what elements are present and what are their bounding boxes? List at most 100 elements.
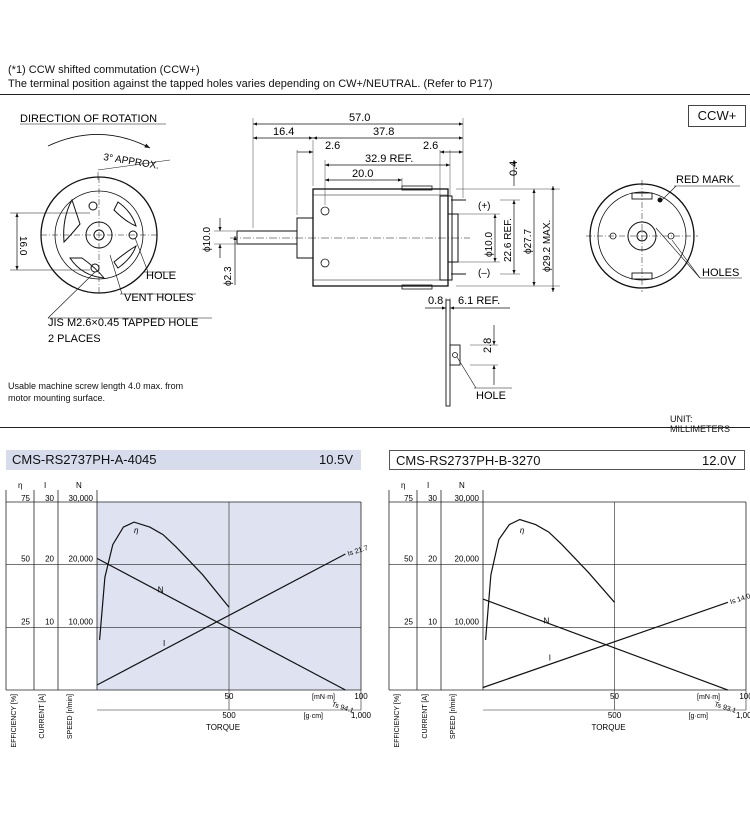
c0-ts-label: Ts 94.1 bbox=[331, 701, 355, 715]
hole-label: HOLE bbox=[146, 270, 176, 282]
c0-n-tick-1: 20,000 bbox=[69, 555, 94, 564]
chart-a-voltage: 10.5V bbox=[319, 452, 353, 467]
c0-x-tick-50: 50 bbox=[225, 692, 234, 701]
c0-eta-head: η bbox=[18, 481, 22, 490]
chart-header-a: CMS-RS2737PH-A-4045 10.5V bbox=[6, 450, 361, 470]
dim-phi10-left: ϕ10.0 bbox=[202, 226, 213, 252]
c1-x-tick-500: 500 bbox=[608, 711, 622, 720]
dim-phi27-7: ϕ27.7 bbox=[523, 228, 534, 254]
c0-torque-label: TORQUE bbox=[206, 723, 240, 732]
dim-32-9: 32.9 REF. bbox=[365, 153, 413, 165]
c0-i-curve-label: I bbox=[163, 639, 165, 648]
rotation-arrow bbox=[47, 134, 151, 149]
c0-efficiency-title: EFFICIENCY [%] bbox=[11, 694, 18, 748]
c1-current-curve bbox=[482, 601, 729, 689]
ccw-badge: CCW+ bbox=[688, 105, 746, 127]
dim-2-6-b: 2.6 bbox=[423, 140, 438, 152]
c0-x-tick-1000: 1,000 bbox=[351, 711, 372, 720]
c1-torque-label: TORQUE bbox=[591, 723, 625, 732]
c0-n-head: N bbox=[76, 481, 82, 490]
dim-phi10-right: ϕ10.0 bbox=[484, 231, 495, 257]
left-end-view bbox=[10, 134, 212, 319]
c1-x-tick-50: 50 bbox=[610, 692, 619, 701]
dim-phi2-3: ϕ2.3 bbox=[223, 266, 234, 286]
terminal-plus: (+) bbox=[478, 201, 491, 212]
c1-efficiency-curve bbox=[485, 518, 615, 640]
c1-i-tick-1: 20 bbox=[428, 555, 437, 564]
c0-current-title: CURRENT [A] bbox=[39, 694, 46, 739]
c1-eta-head: η bbox=[401, 481, 405, 490]
dim-2-8: 2.8 bbox=[482, 338, 494, 353]
direction-label: DIRECTION OF ROTATION bbox=[20, 113, 157, 125]
vent-hole-right-bottom bbox=[113, 244, 137, 269]
c0-x-unit-mn: [mN·m] bbox=[312, 694, 335, 701]
c1-x-unit-g: [g·cm] bbox=[689, 713, 709, 720]
c1-x-tick-100: 100 bbox=[739, 692, 750, 701]
c1-i-tick-0: 30 bbox=[428, 494, 437, 503]
c0-i-tick-1: 20 bbox=[45, 555, 54, 564]
terminal-hole bbox=[452, 352, 458, 358]
chart-b-model: CMS-RS2737PH-B-3270 bbox=[396, 453, 541, 468]
c1-i-tick-2: 10 bbox=[428, 617, 437, 626]
c1-x-unit-mn: [mN·m] bbox=[697, 694, 720, 701]
c1-eta-curve-label: η bbox=[520, 526, 525, 535]
dim-0-8: 0.8 bbox=[428, 295, 443, 307]
c1-eta-tick-1: 50 bbox=[404, 555, 413, 564]
c0-efficiency-curve bbox=[99, 521, 230, 640]
note-terminal-position: The terminal position against the tapped… bbox=[8, 78, 493, 90]
c1-i-curve-label: I bbox=[549, 654, 551, 663]
side-view bbox=[214, 118, 560, 407]
c1-n-curve-label: N bbox=[543, 617, 549, 626]
dim-37-8: 37.8 bbox=[373, 126, 394, 138]
chart-b-voltage: 12.0V bbox=[702, 453, 736, 468]
c1-x-tick-1000: 1,000 bbox=[736, 711, 750, 720]
chart-a-model: CMS-RS2737PH-A-4045 bbox=[12, 452, 157, 467]
dim-0-4: 0.4 bbox=[508, 161, 520, 176]
c0-x-unit-g: [g·cm] bbox=[304, 713, 324, 720]
tapped-hole-top bbox=[88, 201, 98, 211]
c1-speed-title: SPEED [r/min] bbox=[450, 694, 457, 739]
vent-hole-right-top bbox=[113, 201, 137, 227]
vent-hole-left-top bbox=[63, 198, 81, 244]
vent-holes-label: VENT HOLES bbox=[124, 292, 194, 304]
dim-20: 20.0 bbox=[352, 168, 373, 180]
shaft bbox=[236, 230, 298, 245]
dim-phi29-2: ϕ29.2 MAX. bbox=[542, 220, 553, 272]
dim-16: 16.0 bbox=[17, 236, 28, 256]
screw-note-line1: Usable machine screw length 4.0 max. fro… bbox=[8, 381, 184, 391]
c0-x-tick-500: 500 bbox=[222, 711, 236, 720]
c0-eta-tick-0: 75 bbox=[21, 494, 30, 503]
c0-i-tick-2: 10 bbox=[45, 617, 54, 626]
terminal-minus: (–) bbox=[478, 268, 490, 279]
note-ccw: (*1) CCW shifted commutation (CCW+) bbox=[8, 64, 200, 76]
dim-16-4: 16.4 bbox=[273, 126, 294, 138]
divider-bottom bbox=[0, 427, 750, 428]
c0-speed-curve bbox=[96, 557, 346, 691]
red-mark-label: RED MARK bbox=[676, 174, 735, 186]
chart-header-b: CMS-RS2737PH-B-3270 12.0V bbox=[389, 450, 745, 470]
tapped-hole-places: 2 PLACES bbox=[48, 333, 101, 345]
c1-n-head: N bbox=[459, 481, 465, 490]
c0-n-curve-label: N bbox=[158, 586, 164, 595]
hole-label-bottom: HOLE bbox=[476, 390, 506, 402]
c1-eta-tick-2: 25 bbox=[404, 617, 413, 626]
right-end-view bbox=[586, 180, 742, 292]
vent-hole-left-bottom bbox=[69, 257, 106, 279]
holes-label: HOLES bbox=[702, 267, 739, 279]
c0-n-tick-2: 10,000 bbox=[69, 617, 94, 626]
c0-speed-title: SPEED [r/min] bbox=[67, 694, 74, 739]
c0-current-curve bbox=[96, 553, 346, 686]
c1-is-label: Is 14.0 bbox=[729, 593, 750, 606]
c1-n-tick-1: 20,000 bbox=[455, 555, 480, 564]
c1-n-tick-2: 10,000 bbox=[455, 617, 480, 626]
c1-i-head: I bbox=[427, 481, 429, 490]
dim-6-1: 6.1 REF. bbox=[458, 295, 500, 307]
unit-label: UNIT: MILLIMETERS bbox=[670, 414, 731, 434]
c1-efficiency-title: EFFICIENCY [%] bbox=[394, 694, 401, 748]
c1-current-title: CURRENT [A] bbox=[422, 694, 429, 739]
tapped-hole-label: JIS M2.6×0.45 TAPPED HOLE bbox=[48, 317, 198, 329]
divider-top bbox=[0, 94, 750, 95]
dim-22-6: 22.6 REF. bbox=[503, 218, 514, 262]
dim-2-6-a: 2.6 bbox=[325, 140, 340, 152]
c1-n-tick-0: 30,000 bbox=[455, 494, 480, 503]
